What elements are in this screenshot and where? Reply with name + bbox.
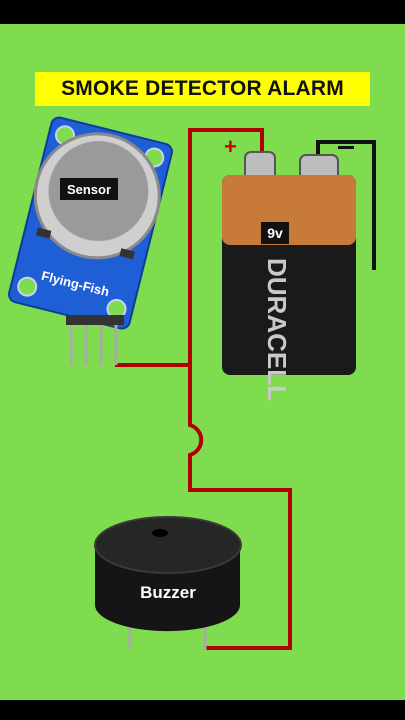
battery-copper-top [222, 175, 356, 245]
buzzer-hole [152, 529, 168, 537]
buzzer-label: Buzzer [140, 583, 196, 602]
battery-9v: DURACELL [222, 151, 356, 401]
sensor-mesh-pattern [47, 140, 149, 242]
diagram-title: SMOKE DETECTOR ALARM [35, 72, 370, 106]
red-wire-sensor-buzzer [115, 363, 292, 650]
buzzer-top [94, 516, 242, 574]
positive-sign: + [224, 134, 237, 159]
pin-header [66, 315, 124, 325]
top-bar [0, 0, 405, 24]
buzzer [94, 516, 242, 650]
bottom-bar [0, 700, 405, 720]
red-wire-battery-positive [188, 128, 264, 365]
mount-hole [17, 276, 38, 297]
sensor-label: Sensor [60, 178, 118, 200]
smd-component [119, 248, 135, 260]
smd-component [35, 227, 52, 239]
battery-brand: DURACELL [262, 258, 292, 401]
battery-voltage-label: 9v [261, 222, 289, 244]
negative-sign [338, 146, 354, 149]
